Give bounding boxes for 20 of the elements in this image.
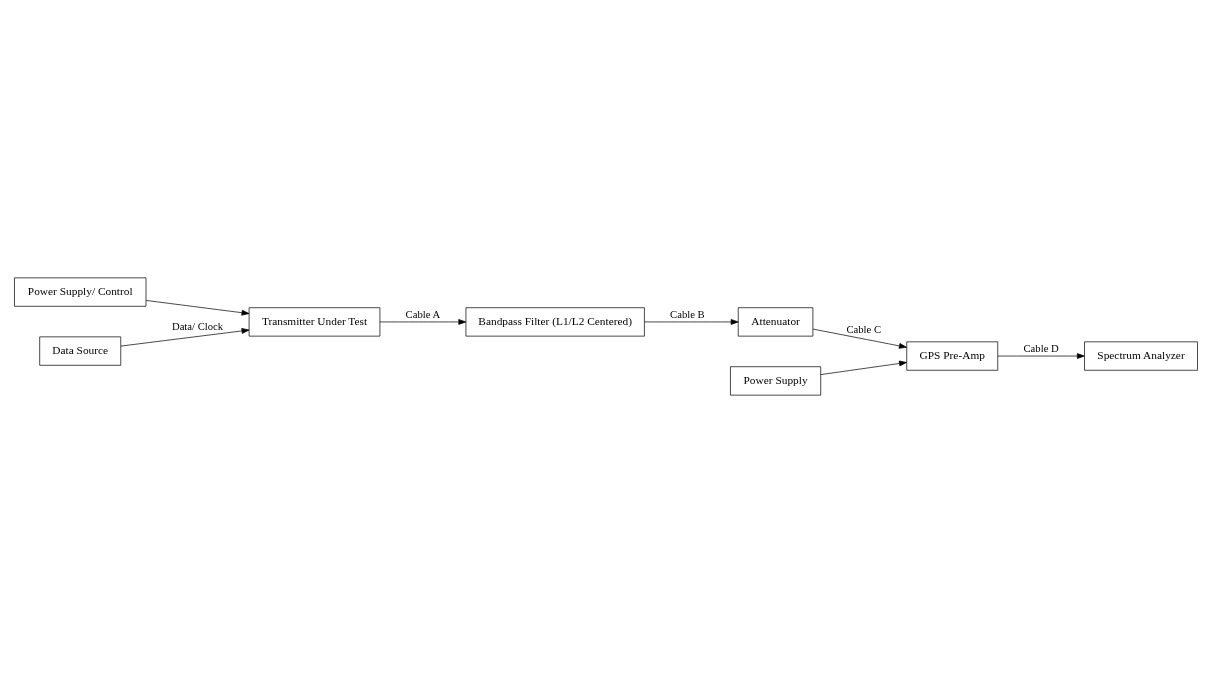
node-box: GPS Pre-Amp bbox=[906, 341, 999, 371]
node-box: Attenuator bbox=[737, 307, 814, 337]
node-box: Data Source bbox=[39, 336, 122, 366]
arrow bbox=[812, 328, 907, 349]
arrow bbox=[997, 353, 1085, 359]
node-box: Bandpass Filter (L1/L2 Centered) bbox=[465, 307, 645, 337]
arrow bbox=[120, 328, 250, 347]
edge-label: Cable B bbox=[670, 309, 705, 321]
node-box: Spectrum Analyzer bbox=[1084, 341, 1198, 371]
arrow bbox=[820, 360, 907, 375]
edge-label: Cable C bbox=[846, 323, 882, 335]
edge-label: Cable D bbox=[1023, 343, 1059, 355]
node-box: Power Supply bbox=[730, 366, 822, 396]
arrow bbox=[379, 319, 467, 325]
edge-label: Data/ Clock bbox=[171, 321, 224, 333]
edge-label: Cable A bbox=[405, 309, 441, 321]
arrow bbox=[145, 300, 250, 316]
node-box: Power Supply/ Control bbox=[14, 277, 147, 307]
arrow bbox=[644, 319, 739, 325]
node-box: Transmitter Under Test bbox=[248, 307, 381, 337]
